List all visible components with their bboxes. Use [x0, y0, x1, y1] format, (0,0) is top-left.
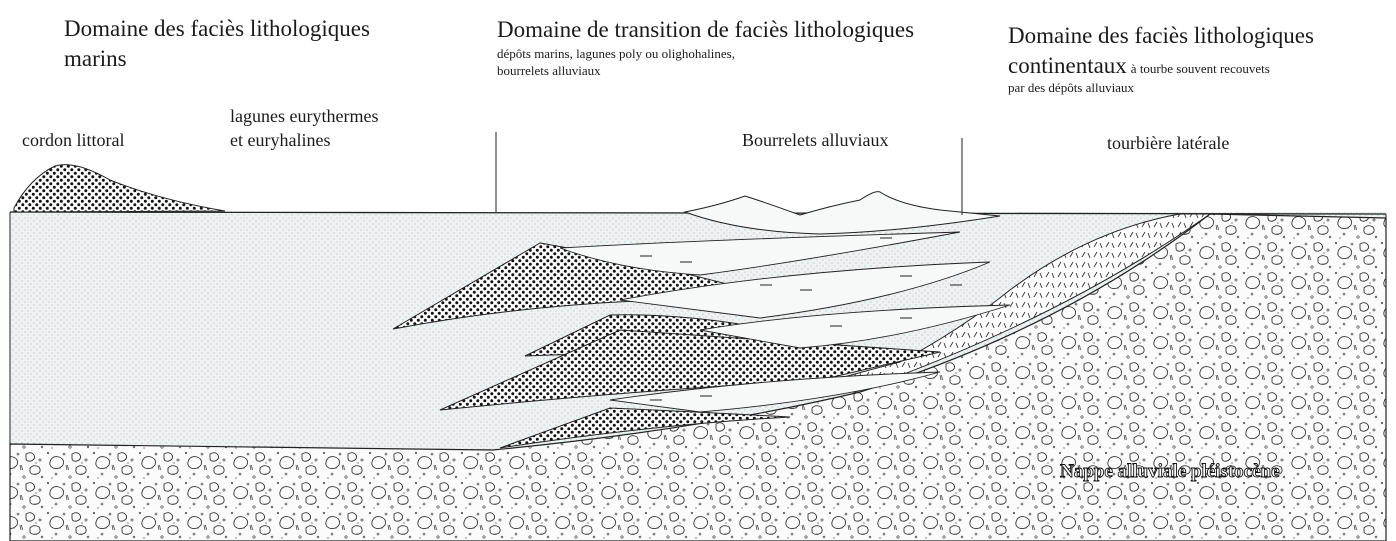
marine-domain-title-line1: Domaine des faciès lithologiques	[64, 16, 370, 41]
alluvial-levees	[683, 191, 1001, 235]
label-bourrelets-alluviaux: Bourrelets alluviaux	[742, 130, 889, 150]
continental-domain-title-line1: Domaine des faciès lithologiques	[1008, 23, 1314, 48]
label-lagunes-line1: lagunes eurythermes	[230, 106, 379, 126]
transition-domain-subtitle-line2: bourrelets alluviaux	[497, 63, 601, 78]
continental-domain-title-word: continentaux	[1008, 53, 1127, 78]
continental-domain-subtitle-inline: à tourbe souvent recouvets	[1130, 61, 1270, 76]
continental-domain-subtitle-line2: par des dépôts alluviaux	[1008, 80, 1134, 95]
lagoon-lens-3	[699, 304, 1011, 349]
coastal-dune	[13, 164, 226, 213]
transition-domain-subtitle-line1: dépôts marins, lagunes poly ou olighohal…	[497, 46, 735, 61]
lagoon-lens-4	[609, 371, 941, 413]
label-lagunes-line2: et euryhalines	[230, 130, 331, 150]
marine-domain-title-line2: marins	[64, 46, 127, 71]
continental-domain-title-line2: continentaux à tourbe souvent recouvets	[1008, 53, 1270, 78]
lateral-peat-zone	[789, 213, 1212, 393]
lagoon-dash-marks	[640, 231, 962, 401]
label-tourbiere-laterale: tourbière latérale	[1107, 133, 1230, 153]
label-nappe-alluviale: Nappe alluviale pléistocène	[1060, 461, 1280, 483]
label-cordon-littoral: cordon littoral	[22, 130, 125, 150]
sand-tongue-4	[499, 407, 791, 449]
transition-domain-title: Domaine de transition de faciès litholog…	[497, 17, 915, 42]
lagoon-lens-1	[559, 231, 961, 276]
